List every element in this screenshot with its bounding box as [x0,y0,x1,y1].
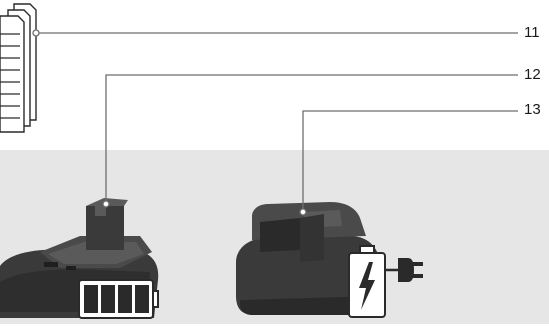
battery-charger [236,202,380,315]
battery-charging-icon [348,245,386,318]
leader-line-12 [102,74,518,208]
callout-number-12: 12 [524,66,541,83]
document-stack-icon [0,3,37,133]
leader-line-11 [32,29,518,37]
callout-number-11: 11 [524,24,540,41]
leader-line-13 [299,110,518,216]
callout-number-13: 13 [524,101,541,118]
battery-full-icon [78,279,159,319]
power-plug-icon [385,258,423,282]
